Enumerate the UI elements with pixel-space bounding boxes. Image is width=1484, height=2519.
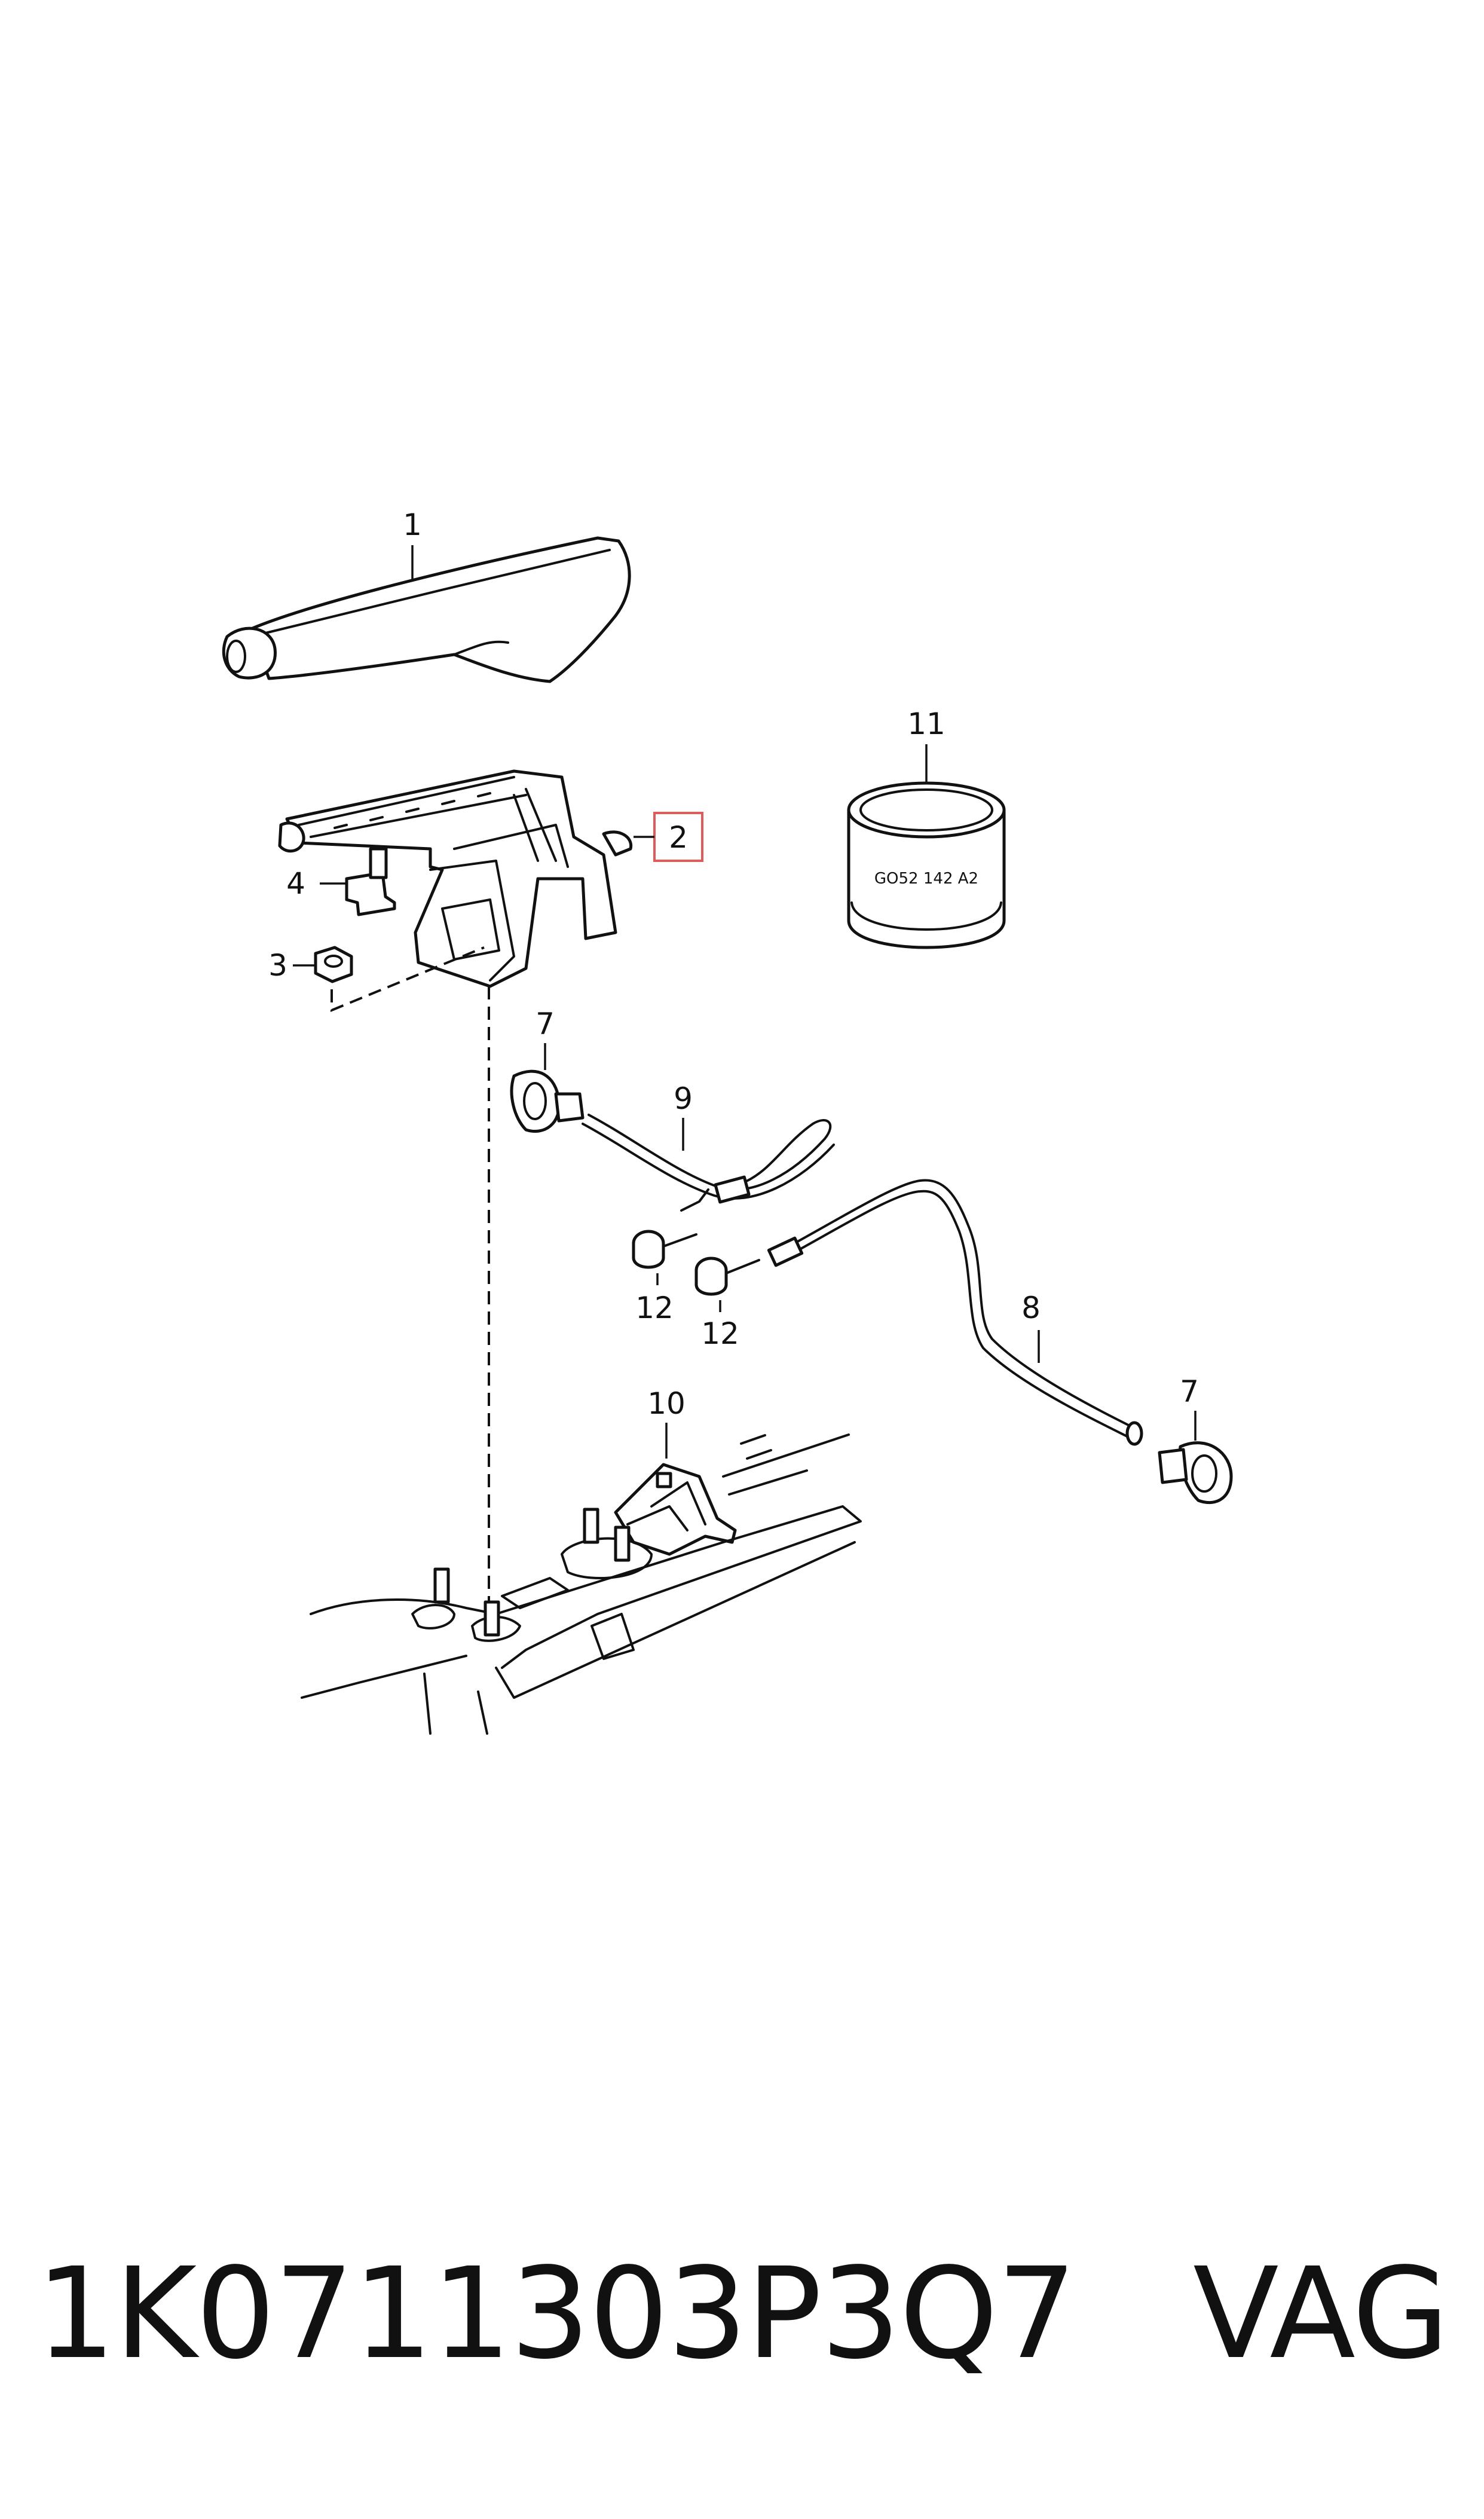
part-12-screw-right bbox=[694, 1257, 760, 1312]
callout-7-lower: 7 bbox=[1180, 1374, 1199, 1409]
callout-10: 10 bbox=[647, 1386, 686, 1421]
part-9-cable bbox=[582, 1114, 835, 1212]
part-8-cable bbox=[767, 1179, 1143, 1446]
callout-12-right: 12 bbox=[701, 1316, 739, 1351]
part-2-lever-assembly bbox=[278, 769, 633, 988]
brand-label: VAG bbox=[1193, 2240, 1449, 2387]
callout-11: 11 bbox=[907, 707, 946, 741]
callout-2: 2 bbox=[669, 820, 688, 855]
callout-1: 1 bbox=[403, 508, 422, 542]
callout-4: 4 bbox=[286, 866, 305, 901]
part-11-sleeve bbox=[847, 744, 1006, 949]
floor-pan bbox=[301, 1433, 862, 1735]
part-11-stamp: GO52 142 A2 bbox=[874, 870, 978, 888]
mounting-studs bbox=[433, 1508, 631, 1637]
footer: 1K0711303P3Q7 VAG bbox=[36, 2236, 1449, 2391]
callout-8: 8 bbox=[1021, 1291, 1041, 1325]
part-7-cable-end-upper bbox=[510, 1043, 585, 1133]
callout-3: 3 bbox=[268, 948, 287, 983]
part-4-switch bbox=[320, 847, 396, 916]
callout-12-left: 12 bbox=[635, 1291, 674, 1325]
part-10-bracket bbox=[614, 1423, 737, 1556]
callout-7-upper: 7 bbox=[536, 1007, 555, 1041]
part-7-cable-end-lower bbox=[1158, 1411, 1233, 1505]
callout-9: 9 bbox=[674, 1081, 693, 1116]
part-1-lever-grip bbox=[222, 536, 631, 683]
part-12-screw-left bbox=[632, 1230, 697, 1285]
assembly-line-nut bbox=[331, 946, 485, 1012]
part-3-nut bbox=[293, 946, 353, 983]
part-number: 1K0711303P3Q7 bbox=[36, 2240, 1077, 2387]
